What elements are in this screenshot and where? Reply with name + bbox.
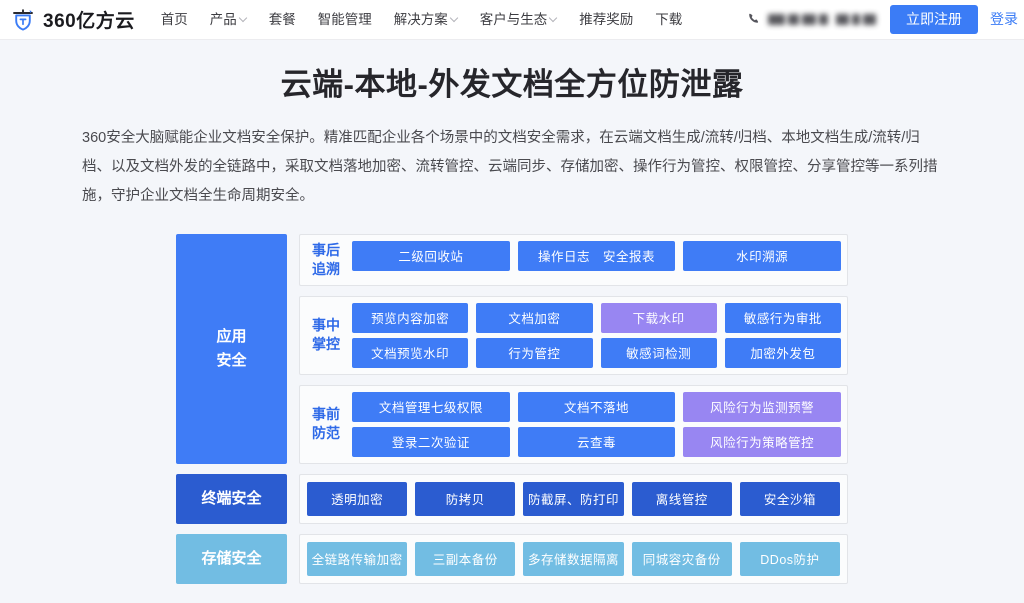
chip-login-two-factor-auth[interactable]: 登录二次验证 <box>352 426 510 457</box>
group-storage-capabilities: 全链路传输加密 三副本备份 多存储数据隔离 同城容灾备份 DDos防护 <box>299 533 848 584</box>
chip-full-link-transport-encryption[interactable]: 全链路传输加密 <box>307 541 408 576</box>
nav-item-customers-ecosystem[interactable]: 客户与生态 <box>480 13 558 27</box>
chip-same-city-disaster-recovery[interactable]: 同城容灾备份 <box>631 541 732 576</box>
chip-seven-level-permissions[interactable]: 文档管理七级权限 <box>352 391 510 422</box>
group-in-process-control: 事中 掌控 预览内容加密 文档加密 下载水印 敏感行为审批 文档预览水印 行为管… <box>299 295 848 375</box>
chip-row: 文档管理七级权限 文档不落地 风险行为监测预警 <box>352 391 842 422</box>
tier-label-storage-security: 存储安全 <box>176 533 287 584</box>
nav-item-smart-management[interactable]: 智能管理 <box>318 13 372 27</box>
nav-actions: 立即注册 登录 <box>747 5 1024 34</box>
nav-item-label: 产品 <box>209 11 237 27</box>
chip-risk-behavior-monitoring-alert[interactable]: 风险行为监测预警 <box>683 391 842 422</box>
chip-risk-behavior-policy-control[interactable]: 风险行为策略管控 <box>683 426 842 457</box>
chip-row: 预览内容加密 文档加密 下载水印 敏感行为审批 <box>352 302 841 333</box>
chip-anti-screenshot-print[interactable]: 防截屏、防打印 <box>523 481 624 516</box>
nav-item-label: 套餐 <box>268 11 296 27</box>
tier-label-terminal-security: 终端安全 <box>176 473 287 524</box>
tier-application-security: 应用 安全 事后 追溯 二级回收站 操作日志 安全报表 水印溯源 <box>176 233 848 464</box>
group-label-line1: 事前 <box>312 406 340 423</box>
page-description: 360安全大脑赋能企业文档安全保护。精准匹配企业各个场景中的文档安全需求，在云端… <box>82 129 938 204</box>
phone-number-redacted <box>766 13 878 26</box>
chip-ddos-protection[interactable]: DDos防护 <box>739 541 841 576</box>
tier-storage-security: 存储安全 全链路传输加密 三副本备份 多存储数据隔离 同城容灾备份 DDos防护 <box>176 533 848 584</box>
tier-body-terminal-security: 透明加密 防拷贝 防截屏、防打印 离线管控 安全沙箱 <box>299 473 848 524</box>
chip-anti-copy[interactable]: 防拷贝 <box>415 481 516 516</box>
login-link[interactable]: 登录 <box>990 11 1018 28</box>
group-label-line1: 事后 <box>312 241 340 258</box>
group-grid: 二级回收站 操作日志 安全报表 水印溯源 <box>346 240 842 279</box>
group-pre-incident-prevention: 事前 防范 文档管理七级权限 文档不落地 风险行为监测预警 登录二次验证 云查毒… <box>299 384 848 464</box>
chip-encrypted-outbound-package[interactable]: 加密外发包 <box>724 337 841 368</box>
nav-item-label: 客户与生态 <box>479 11 548 27</box>
tier-label-line2: 安全 <box>216 351 247 369</box>
chip-transparent-encryption[interactable]: 透明加密 <box>307 481 408 516</box>
group-label: 事中 掌控 <box>306 303 346 368</box>
chevron-down-icon <box>550 15 557 22</box>
chip-sensitive-word-detection[interactable]: 敏感词检测 <box>600 337 717 368</box>
chip-offline-control[interactable]: 离线管控 <box>631 481 732 516</box>
chip-document-encryption[interactable]: 文档加密 <box>476 302 593 333</box>
brand-logo[interactable]: 360亿方云 <box>10 6 135 33</box>
nav-item-label: 下载 <box>655 11 683 27</box>
chip-watermark-tracing[interactable]: 水印溯源 <box>683 240 842 271</box>
group-label: 事前 防范 <box>306 392 346 457</box>
group-label: 事后 追溯 <box>306 241 346 279</box>
nav-item-download[interactable]: 下载 <box>655 13 682 27</box>
nav-item-packages[interactable]: 套餐 <box>269 13 296 27</box>
security-architecture-diagram: 应用 安全 事后 追溯 二级回收站 操作日志 安全报表 水印溯源 <box>176 233 848 584</box>
chevron-down-icon <box>451 15 458 22</box>
nav-item-label: 首页 <box>160 11 188 27</box>
chip-row: 登录二次验证 云查毒 风险行为策略管控 <box>352 426 842 457</box>
nav-item-label: 智能管理 <box>317 11 372 27</box>
chip-row: 全链路传输加密 三副本备份 多存储数据隔离 同城容灾备份 DDos防护 <box>307 541 841 576</box>
chip-download-watermark[interactable]: 下载水印 <box>600 302 717 333</box>
brand-name: 360亿方云 <box>43 11 135 32</box>
chip-operation-log-security-report[interactable]: 操作日志 安全报表 <box>517 240 676 271</box>
nav-item-label: 解决方案 <box>393 11 448 27</box>
group-grid: 全链路传输加密 三副本备份 多存储数据隔离 同城容灾备份 DDos防护 <box>307 541 841 576</box>
chip-sensitive-behavior-approval[interactable]: 敏感行为审批 <box>724 302 841 333</box>
tier-label-application-security: 应用 安全 <box>176 233 287 464</box>
register-button[interactable]: 立即注册 <box>890 5 978 34</box>
nav-item-products[interactable]: 产品 <box>210 13 247 27</box>
group-label-line2: 掌控 <box>312 336 340 353</box>
chip-row: 二级回收站 操作日志 安全报表 水印溯源 <box>352 240 842 271</box>
nav-item-solutions[interactable]: 解决方案 <box>394 13 458 27</box>
page-title: 云端-本地-外发文档全方位防泄露 <box>280 67 744 102</box>
chip-row: 文档预览水印 行为管控 敏感词检测 加密外发包 <box>352 337 841 368</box>
chip-behavior-control[interactable]: 行为管控 <box>476 337 593 368</box>
chip-security-sandbox[interactable]: 安全沙箱 <box>739 481 841 516</box>
group-label-line1: 事中 <box>312 317 340 334</box>
chip-preview-content-encryption[interactable]: 预览内容加密 <box>352 302 469 333</box>
top-navbar: 360亿方云 首页 产品 套餐 智能管理 解决方案 客户与生态 推荐奖励 下载 <box>0 0 1024 40</box>
360-shield-logo-icon <box>10 7 36 33</box>
primary-nav: 首页 产品 套餐 智能管理 解决方案 客户与生态 推荐奖励 下载 <box>161 13 683 27</box>
tier-body-storage-security: 全链路传输加密 三副本备份 多存储数据隔离 同城容灾备份 DDos防护 <box>299 533 848 584</box>
chip-document-preview-watermark[interactable]: 文档预览水印 <box>352 337 469 368</box>
tier-label-line1: 应用 <box>216 328 247 346</box>
group-grid: 预览内容加密 文档加密 下载水印 敏感行为审批 文档预览水印 行为管控 敏感词检… <box>346 302 841 368</box>
phone-icon <box>747 12 761 26</box>
tier-body-application-security: 事后 追溯 二级回收站 操作日志 安全报表 水印溯源 事中 掌控 <box>299 233 848 464</box>
chip-triple-replica-backup[interactable]: 三副本备份 <box>415 541 516 576</box>
nav-item-label: 推荐奖励 <box>579 11 634 27</box>
group-grid: 文档管理七级权限 文档不落地 风险行为监测预警 登录二次验证 云查毒 风险行为策… <box>346 391 842 457</box>
chip-cloud-antivirus[interactable]: 云查毒 <box>517 426 676 457</box>
chevron-down-icon <box>240 15 247 22</box>
group-label-line2: 防范 <box>312 425 340 442</box>
group-post-incident-traceability: 事后 追溯 二级回收站 操作日志 安全报表 水印溯源 <box>299 233 848 286</box>
group-terminal-capabilities: 透明加密 防拷贝 防截屏、防打印 离线管控 安全沙箱 <box>299 473 848 524</box>
hero-section: 云端-本地-外发文档全方位防泄露 360安全大脑赋能企业文档安全保护。精准匹配企… <box>0 40 1024 211</box>
chip-multi-storage-data-isolation[interactable]: 多存储数据隔离 <box>523 541 624 576</box>
contact-phone[interactable] <box>747 12 878 26</box>
group-grid: 透明加密 防拷贝 防截屏、防打印 离线管控 安全沙箱 <box>307 481 841 516</box>
nav-item-home[interactable]: 首页 <box>161 13 188 27</box>
nav-item-referral-rewards[interactable]: 推荐奖励 <box>579 13 633 27</box>
tier-terminal-security: 终端安全 透明加密 防拷贝 防截屏、防打印 离线管控 安全沙箱 <box>176 473 848 524</box>
chip-no-local-document-storage[interactable]: 文档不落地 <box>517 391 676 422</box>
chip-recycle-bin[interactable]: 二级回收站 <box>352 240 510 271</box>
group-label-line2: 追溯 <box>312 260 340 277</box>
chip-row: 透明加密 防拷贝 防截屏、防打印 离线管控 安全沙箱 <box>307 481 841 516</box>
